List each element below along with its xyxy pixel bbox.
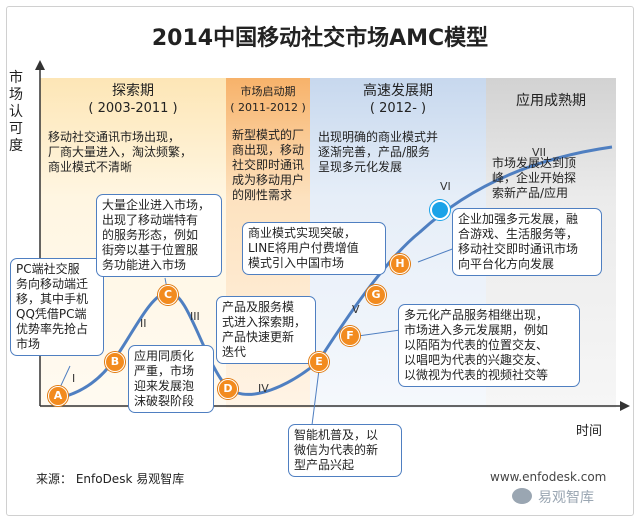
stage-header-launch: 市场启动期 ( 2011-2012 ) bbox=[226, 84, 310, 116]
curve-point-d: D bbox=[218, 379, 238, 399]
callout-h: 企业加强多元发展，融合游戏、生活服务等，移动社交即时通讯市场向平台化方向发展 bbox=[452, 208, 602, 276]
callout-c: 大量企业进入市场，出现了移动端特有的服务形态，例如街旁以基于位置服务功能进入市场 bbox=[96, 194, 222, 277]
stage-name: 应用成熟期 bbox=[516, 93, 586, 109]
curve-point-b: B bbox=[105, 352, 125, 372]
watermark-logo: 易观智库 bbox=[512, 486, 628, 508]
connector-e bbox=[311, 361, 321, 426]
phase-label: IV bbox=[258, 382, 269, 395]
stage-header-mature: 应用成熟期 bbox=[486, 92, 616, 110]
connector-f bbox=[357, 329, 401, 337]
stage-header-growth: 高速发展期 ( 2012- ) bbox=[310, 82, 486, 118]
page-title: 2014中国移动社交市场AMC模型 bbox=[151, 26, 489, 51]
curve-point-g: G bbox=[366, 285, 386, 305]
phase-label: VI bbox=[440, 180, 451, 193]
phase-label: I bbox=[72, 372, 76, 385]
phase-label: II bbox=[140, 317, 147, 330]
stage-period: ( 2012- ) bbox=[369, 101, 427, 116]
stage-period: ( 2003-2011 ) bbox=[88, 101, 178, 116]
callout-vii: 市场发展达到顶峰，企业开始探索新产品/应用 bbox=[492, 156, 577, 200]
stage-note-growth: 出现明确的商业模式并逐渐完善，产品/服务呈现多元化发展 bbox=[318, 130, 439, 174]
curve-point-c: C bbox=[158, 285, 178, 305]
watermark-text: 易观智库 bbox=[538, 490, 594, 506]
source-note: 来源： EnfoDesk 易观智库 bbox=[36, 472, 185, 486]
y-axis-label: 市场认可度 bbox=[9, 70, 23, 154]
stage-name: 市场启动期 bbox=[240, 85, 296, 98]
callout-d: 应用同质化严重，市场迎来发展泡沫破裂阶段 bbox=[128, 345, 214, 413]
phase-label: VII bbox=[532, 146, 547, 159]
curve-point-e: E bbox=[309, 352, 329, 372]
curve-point-f: F bbox=[340, 326, 360, 346]
website-link[interactable]: www.enfodesk.com bbox=[490, 470, 607, 484]
stage-name: 高速发展期 bbox=[363, 83, 433, 99]
phase-label: V bbox=[352, 303, 360, 316]
curve-point-h: H bbox=[390, 254, 410, 274]
stage-header-exploration: 探索期 ( 2003-2011 ) bbox=[40, 82, 226, 118]
stage-period: ( 2011-2012 ) bbox=[230, 101, 306, 114]
callout-f: 多元化产品服务相继出现，市场进入多元发展期，例如以陌陌为代表的位置交友、以唱吧为… bbox=[398, 304, 580, 387]
callout-e-top: 产品及服务模式进入探索期，产品快速更新迭代 bbox=[216, 296, 316, 364]
phase-label: III bbox=[190, 310, 200, 323]
peak-point bbox=[430, 200, 450, 220]
connector-h bbox=[417, 247, 456, 263]
callout-g: 商业模式实现突破，LINE将用户付费增值模式引入中国市场 bbox=[242, 222, 386, 275]
callout-e-bottom: 智能机普及，以微信为代表的新型产品兴起 bbox=[288, 424, 402, 477]
stage-note-exploration: 移动社交通讯市场出现，厂商大量进入，淘汰频繁，商业模式不清晰 bbox=[48, 130, 193, 174]
x-axis-arrow bbox=[620, 401, 630, 411]
stage-note-launch: 新型模式的厂商出现，移动社交即时通讯成为移动用户的刚性需求 bbox=[232, 128, 305, 202]
x-axis-label: 时间 bbox=[576, 424, 603, 439]
stage-name: 探索期 bbox=[112, 83, 154, 99]
wechat-icon bbox=[512, 488, 532, 504]
curve-point-a: A bbox=[48, 386, 68, 406]
y-axis-arrow bbox=[35, 60, 45, 70]
